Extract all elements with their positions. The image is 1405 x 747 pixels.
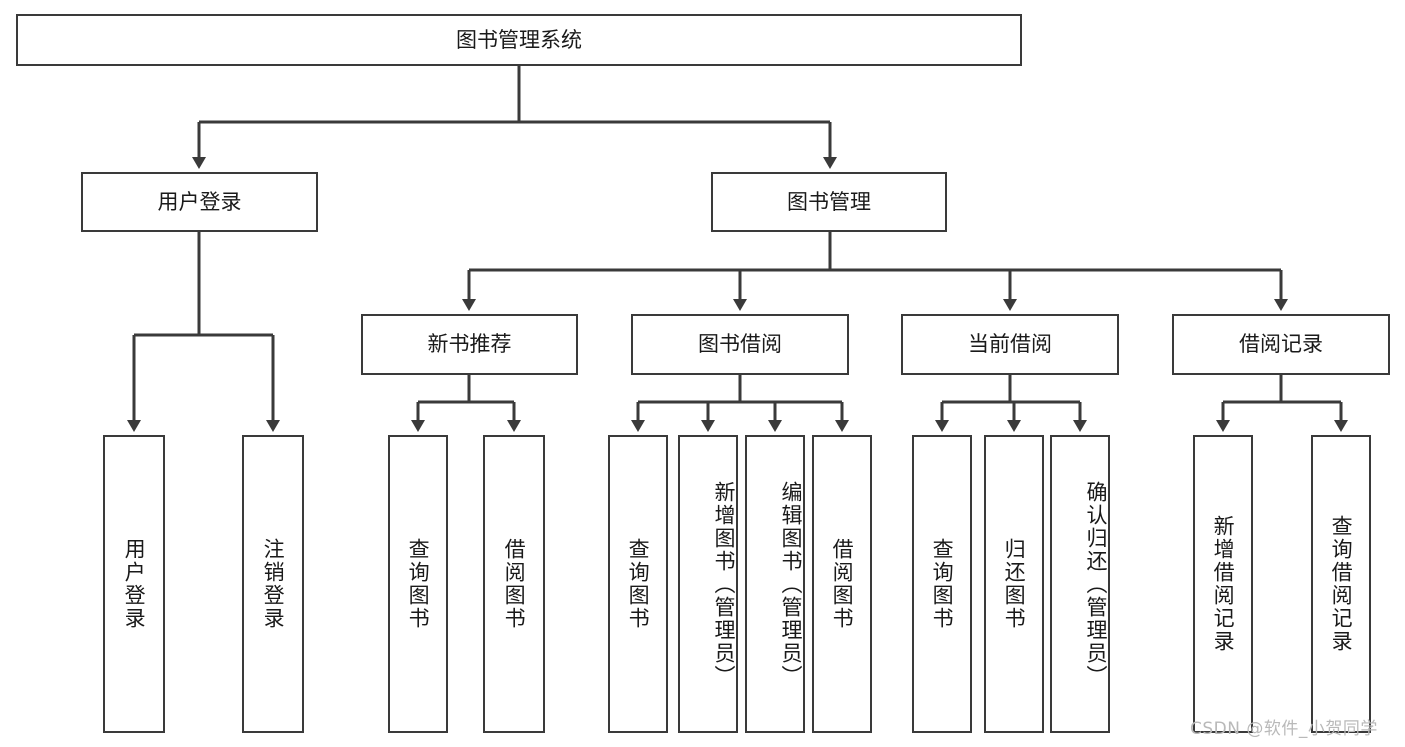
node-root[interactable]: 图书管理系统 [16, 14, 1022, 66]
node-user-login[interactable]: 用户登录 [81, 172, 318, 232]
node-current-borrow[interactable]: 当前借阅 [901, 314, 1119, 375]
node-leaf-confirm-return-admin[interactable]: 确认归还（管理员） [1050, 435, 1110, 733]
node-leaf-query-borrow-record[interactable]: 查询借阅记录 [1311, 435, 1371, 733]
node-leaf-add-borrow-record[interactable]: 新增借阅记录 [1193, 435, 1253, 733]
node-borrow-record[interactable]: 借阅记录 [1172, 314, 1390, 375]
node-book-manage[interactable]: 图书管理 [711, 172, 947, 232]
node-leaf-user-logout[interactable]: 注销登录 [242, 435, 304, 733]
csdn-watermark: CSDN @软件_小贺同学 [1190, 719, 1378, 739]
node-leaf-query-book-borrow[interactable]: 查询图书 [608, 435, 668, 733]
node-leaf-query-book-current[interactable]: 查询图书 [912, 435, 972, 733]
node-leaf-query-book-recommend[interactable]: 查询图书 [388, 435, 448, 733]
node-leaf-edit-book-admin[interactable]: 编辑图书（管理员） [745, 435, 805, 733]
node-book-borrow[interactable]: 图书借阅 [631, 314, 849, 375]
node-leaf-user-login[interactable]: 用户登录 [103, 435, 165, 733]
node-leaf-borrow-book-recommend[interactable]: 借阅图书 [483, 435, 545, 733]
node-new-book-recommend[interactable]: 新书推荐 [361, 314, 578, 375]
node-leaf-return-book[interactable]: 归还图书 [984, 435, 1044, 733]
node-leaf-add-book-admin[interactable]: 新增图书（管理员） [678, 435, 738, 733]
node-leaf-borrow-book[interactable]: 借阅图书 [812, 435, 872, 733]
